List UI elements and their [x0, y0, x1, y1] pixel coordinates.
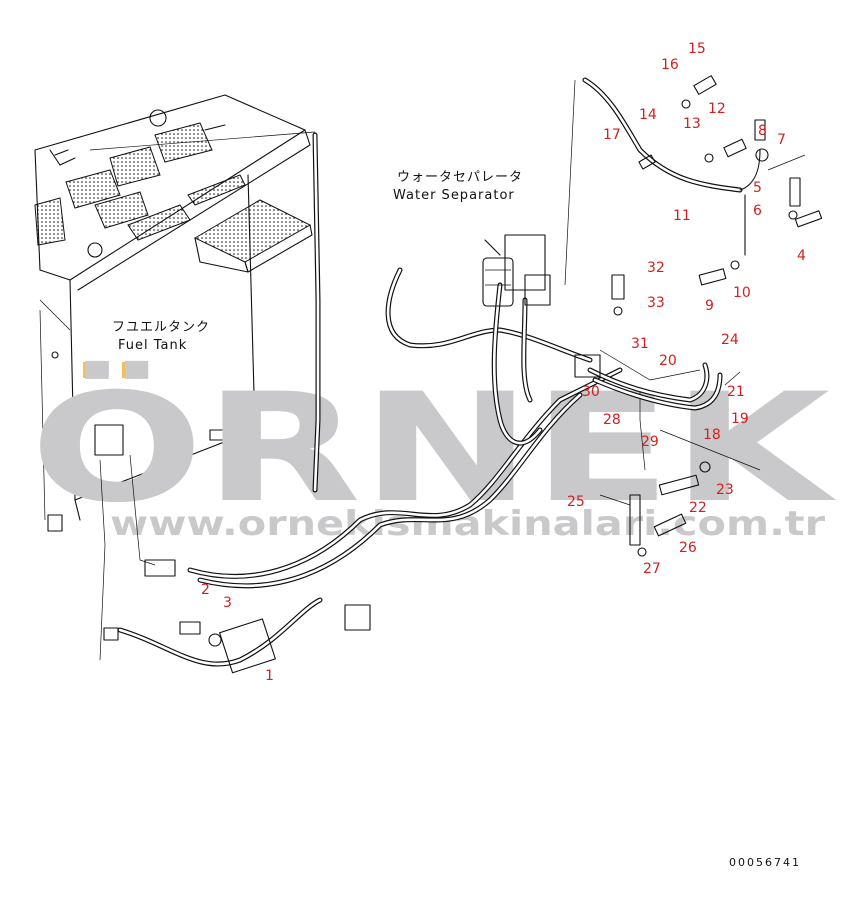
callout-12: 12 [708, 101, 726, 117]
callout-22: 22 [689, 500, 707, 516]
part-callouts: 1 2 3 4 5 6 7 8 9 10 11 12 13 14 15 16 1… [201, 41, 806, 684]
callout-8: 8 [758, 123, 767, 139]
callout-16: 16 [661, 57, 679, 73]
callout-19: 19 [731, 411, 749, 427]
water-separator-label-en: Water Separator [393, 188, 515, 203]
leader-lines [89, 79, 806, 661]
callout-26: 26 [679, 540, 697, 556]
watermark-accent-dot [83, 362, 108, 378]
hardware-parts [103, 75, 823, 674]
callout-21: 21 [727, 384, 745, 400]
watermark: ÖRNEK www.ornekismakinalari.com.tr [30, 360, 836, 544]
callout-33: 33 [647, 295, 665, 311]
fuel-tank-label-en: Fuel Tank [118, 338, 187, 353]
callout-6: 6 [753, 203, 762, 219]
callout-15: 15 [688, 41, 706, 57]
water-separator [482, 234, 551, 307]
callout-18: 18 [703, 427, 721, 443]
callout-5: 5 [753, 180, 762, 196]
callout-9: 9 [705, 298, 714, 314]
callout-28: 28 [603, 412, 621, 428]
callout-4: 4 [797, 248, 806, 264]
watermark-url: www.ornekismakinalari.com.tr [110, 504, 825, 544]
callout-25: 25 [567, 494, 585, 510]
callout-27: 27 [643, 561, 661, 577]
callout-24: 24 [721, 332, 739, 348]
annotations: ウォータセパレータ Water Separator フユエルタンク Fuel T… [112, 170, 801, 869]
watermark-accent-dot [122, 362, 147, 378]
drawing-number: 00056741 [729, 856, 801, 869]
fuel-hoses [117, 77, 761, 667]
fuel-tank-label-jp: フユエルタンク [112, 320, 210, 335]
water-separator-label-jp: ウォータセパレータ [397, 170, 523, 185]
callout-32: 32 [647, 260, 665, 276]
callout-7: 7 [777, 132, 786, 148]
callout-1: 1 [265, 668, 274, 684]
callout-29: 29 [641, 434, 659, 450]
callout-30: 30 [582, 384, 600, 400]
callout-17: 17 [603, 127, 621, 143]
callout-13: 13 [683, 116, 701, 132]
callout-20: 20 [659, 353, 677, 369]
callout-2: 2 [201, 582, 210, 598]
callout-14: 14 [639, 107, 657, 123]
callout-10: 10 [733, 285, 751, 301]
callout-31: 31 [631, 336, 649, 352]
callout-3: 3 [223, 595, 232, 611]
callout-23: 23 [716, 482, 734, 498]
callout-11: 11 [673, 208, 691, 224]
